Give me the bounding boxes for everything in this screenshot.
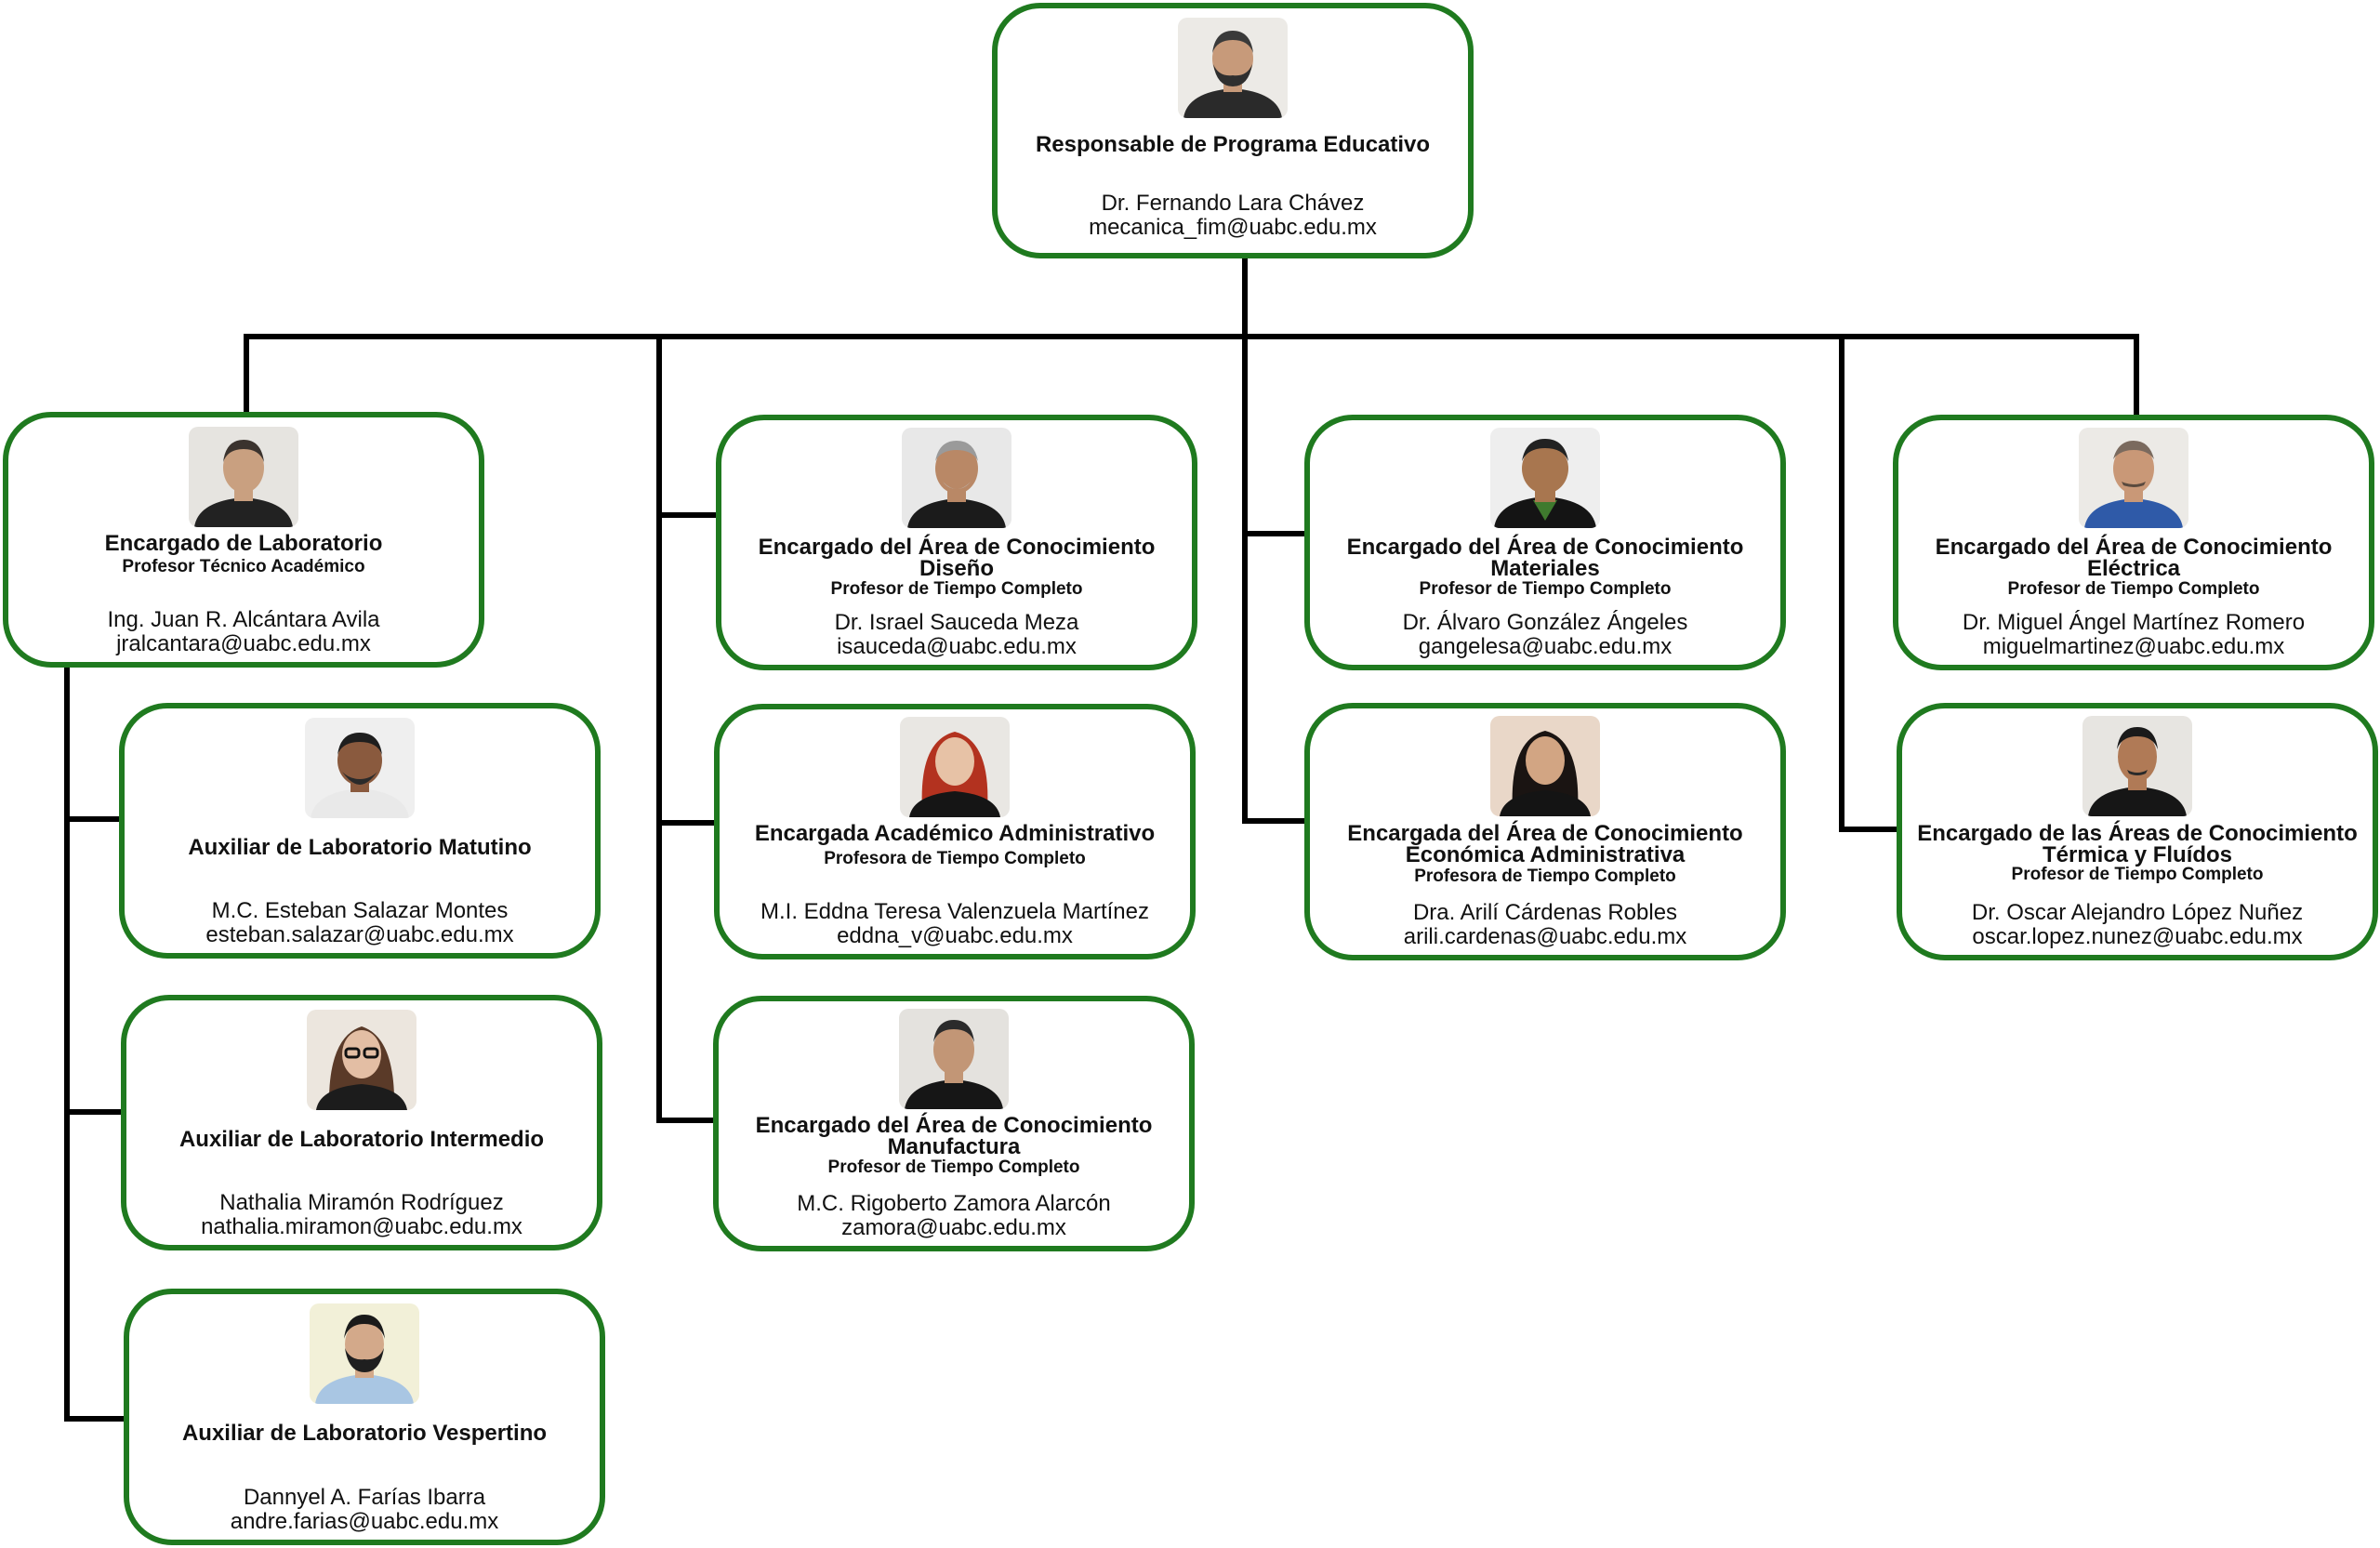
card-area-economica: Encargada del Área de Conocimiento Econó… [1304, 703, 1786, 960]
person-email: mecanica_fim@uabc.edu.mx [1089, 215, 1377, 240]
card-area-manufactura: Encargado del Área de Conocimiento Manuf… [713, 996, 1195, 1251]
person-email: eddna_v@uabc.edu.mx [837, 923, 1073, 948]
person-email: gangelesa@uabc.edu.mx [1418, 634, 1673, 659]
woman-photo-icon [307, 1010, 416, 1110]
avatar [1178, 18, 1288, 118]
woman-photo-icon [1490, 716, 1600, 816]
role-subtitle: Profesora de Tiempo Completo [1414, 867, 1676, 886]
role-title: Encargado del Área de Conocimiento Diseñ… [758, 535, 1156, 581]
role-subtitle: Profesor de Tiempo Completo [1419, 579, 1672, 599]
role-title: Responsable de Programa Educativo [1035, 132, 1431, 157]
person-info: Dannyel A. Farías Ibarra andre.farias@ua… [129, 1486, 600, 1534]
man-photo-icon [902, 428, 1012, 528]
card-area-electrica: Encargado del Área de Conocimiento Eléct… [1893, 415, 2374, 670]
role-title: Encargado de las Áreas de Conocimiento T… [1917, 821, 2358, 867]
man-photo-icon [310, 1303, 419, 1404]
role-title: Encargado de Laboratorio [104, 531, 383, 556]
avatar [2079, 428, 2188, 528]
man-photo-icon [2079, 428, 2188, 528]
role-subtitle: Profesora de Tiempo Completo [824, 849, 1086, 868]
avatar [307, 1010, 416, 1110]
role-subtitle: Profesor de Tiempo Completo [827, 1158, 1080, 1177]
person-email: oscar.lopez.nunez@uabc.edu.mx [1972, 924, 2303, 949]
role-subtitle: Profesor de Tiempo Completo [830, 579, 1083, 599]
man-photo-icon [1490, 428, 1600, 528]
card-area-termica: Encargado de las Áreas de Conocimiento T… [1897, 703, 2378, 960]
card-auxiliar-vespertino: Auxiliar de Laboratorio Vespertino Danny… [124, 1289, 605, 1545]
person-name: Dr. Oscar Alejandro López Nuñez [1971, 900, 2304, 925]
person-name: M.C. Esteban Salazar Montes [211, 898, 509, 923]
person-name: M.I. Eddna Teresa Valenzuela Martínez [760, 899, 1149, 924]
avatar [902, 428, 1012, 528]
avatar [1490, 716, 1600, 816]
person-name: Dr. Miguel Ángel Martínez Romero [1962, 610, 2306, 635]
card-responsable-programa: Responsable de Programa Educativo Dr. Fe… [992, 3, 1474, 258]
person-info: Dra. Arilí Cárdenas Robles arili.cardena… [1310, 901, 1780, 949]
card-area-diseno: Encargado del Área de Conocimiento Diseñ… [716, 415, 1197, 670]
person-name: Dr. Álvaro González Ángeles [1402, 610, 1688, 635]
person-name: Dr. Israel Sauceda Meza [834, 610, 1079, 635]
person-email: zamora@uabc.edu.mx [841, 1215, 1066, 1240]
person-info: Dr. Fernando Lara Chávez mecanica_fim@ua… [998, 192, 1468, 240]
person-info: M.C. Esteban Salazar Montes esteban.sala… [125, 899, 595, 947]
role-subtitle: Profesor de Tiempo Completo [2011, 865, 2264, 884]
role-title: Encargada Académico Administrativo [754, 821, 1156, 846]
person-info: M.I. Eddna Teresa Valenzuela Martínez ed… [720, 900, 1190, 948]
role-title: Encargada del Área de Conocimiento Econó… [1347, 821, 1743, 867]
person-email: andre.farias@uabc.edu.mx [230, 1509, 499, 1534]
person-name: M.C. Rigoberto Zamora Alarcón [797, 1191, 1111, 1216]
avatar [899, 1009, 1009, 1109]
role-title: Encargado del Área de Conocimiento Mater… [1346, 535, 1744, 581]
person-name: Nathalia Miramón Rodríguez [219, 1190, 504, 1215]
person-info: Dr. Oscar Alejandro López Nuñez oscar.lo… [1902, 901, 2373, 949]
person-email: miguelmartinez@uabc.edu.mx [1982, 634, 2285, 659]
person-email: esteban.salazar@uabc.edu.mx [205, 922, 514, 947]
role-subtitle: Profesor Técnico Académico [122, 557, 365, 576]
man-photo-icon [1178, 18, 1288, 118]
role-title: Auxiliar de Laboratorio Matutino [188, 835, 532, 860]
man-photo-icon [189, 427, 298, 527]
role-title: Auxiliar de Laboratorio Intermedio [178, 1127, 545, 1152]
man-photo-icon [899, 1009, 1009, 1109]
avatar [1490, 428, 1600, 528]
man-photo-icon [305, 718, 415, 818]
role-title: Encargado del Área de Conocimiento Eléct… [1935, 535, 2333, 581]
card-academico-administrativo: Encargada Académico Administrativo Profe… [714, 704, 1196, 959]
avatar [310, 1303, 419, 1404]
card-auxiliar-matutino: Auxiliar de Laboratorio Matutino M.C. Es… [119, 703, 601, 959]
man-photo-icon [2082, 716, 2192, 816]
card-area-materiales: Encargado del Área de Conocimiento Mater… [1304, 415, 1786, 670]
woman-photo-icon [900, 717, 1010, 817]
role-title: Encargado del Área de Conocimiento Manuf… [755, 1113, 1153, 1159]
avatar [2082, 716, 2192, 816]
role-subtitle: Profesor de Tiempo Completo [2007, 579, 2260, 599]
person-email: isauceda@uabc.edu.mx [837, 634, 1077, 659]
person-info: Dr. Israel Sauceda Meza isauceda@uabc.ed… [721, 611, 1192, 659]
card-auxiliar-intermedio: Auxiliar de Laboratorio Intermedio Natha… [121, 995, 602, 1250]
avatar [305, 718, 415, 818]
card-encargado-laboratorio: Encargado de Laboratorio Profesor Técnic… [3, 412, 484, 668]
person-email: nathalia.miramon@uabc.edu.mx [201, 1214, 522, 1239]
avatar [189, 427, 298, 527]
person-info: Dr. Álvaro González Ángeles gangelesa@ua… [1310, 611, 1780, 659]
person-name: Ing. Juan R. Alcántara Avila [107, 607, 380, 632]
person-info: M.C. Rigoberto Zamora Alarcón zamora@uab… [719, 1192, 1189, 1240]
person-info: Nathalia Miramón Rodríguez nathalia.mira… [126, 1191, 597, 1239]
person-email: jralcantara@uabc.edu.mx [116, 631, 371, 656]
person-info: Dr. Miguel Ángel Martínez Romero miguelm… [1898, 611, 2369, 659]
role-title: Auxiliar de Laboratorio Vespertino [181, 1421, 548, 1446]
person-name: Dr. Fernando Lara Chávez [1101, 191, 1365, 216]
person-info: Ing. Juan R. Alcántara Avila jralcantara… [8, 608, 479, 656]
avatar [900, 717, 1010, 817]
person-name: Dannyel A. Farías Ibarra [243, 1485, 486, 1510]
person-email: arili.cardenas@uabc.edu.mx [1403, 924, 1687, 949]
person-name: Dra. Arilí Cárdenas Robles [1412, 900, 1678, 925]
